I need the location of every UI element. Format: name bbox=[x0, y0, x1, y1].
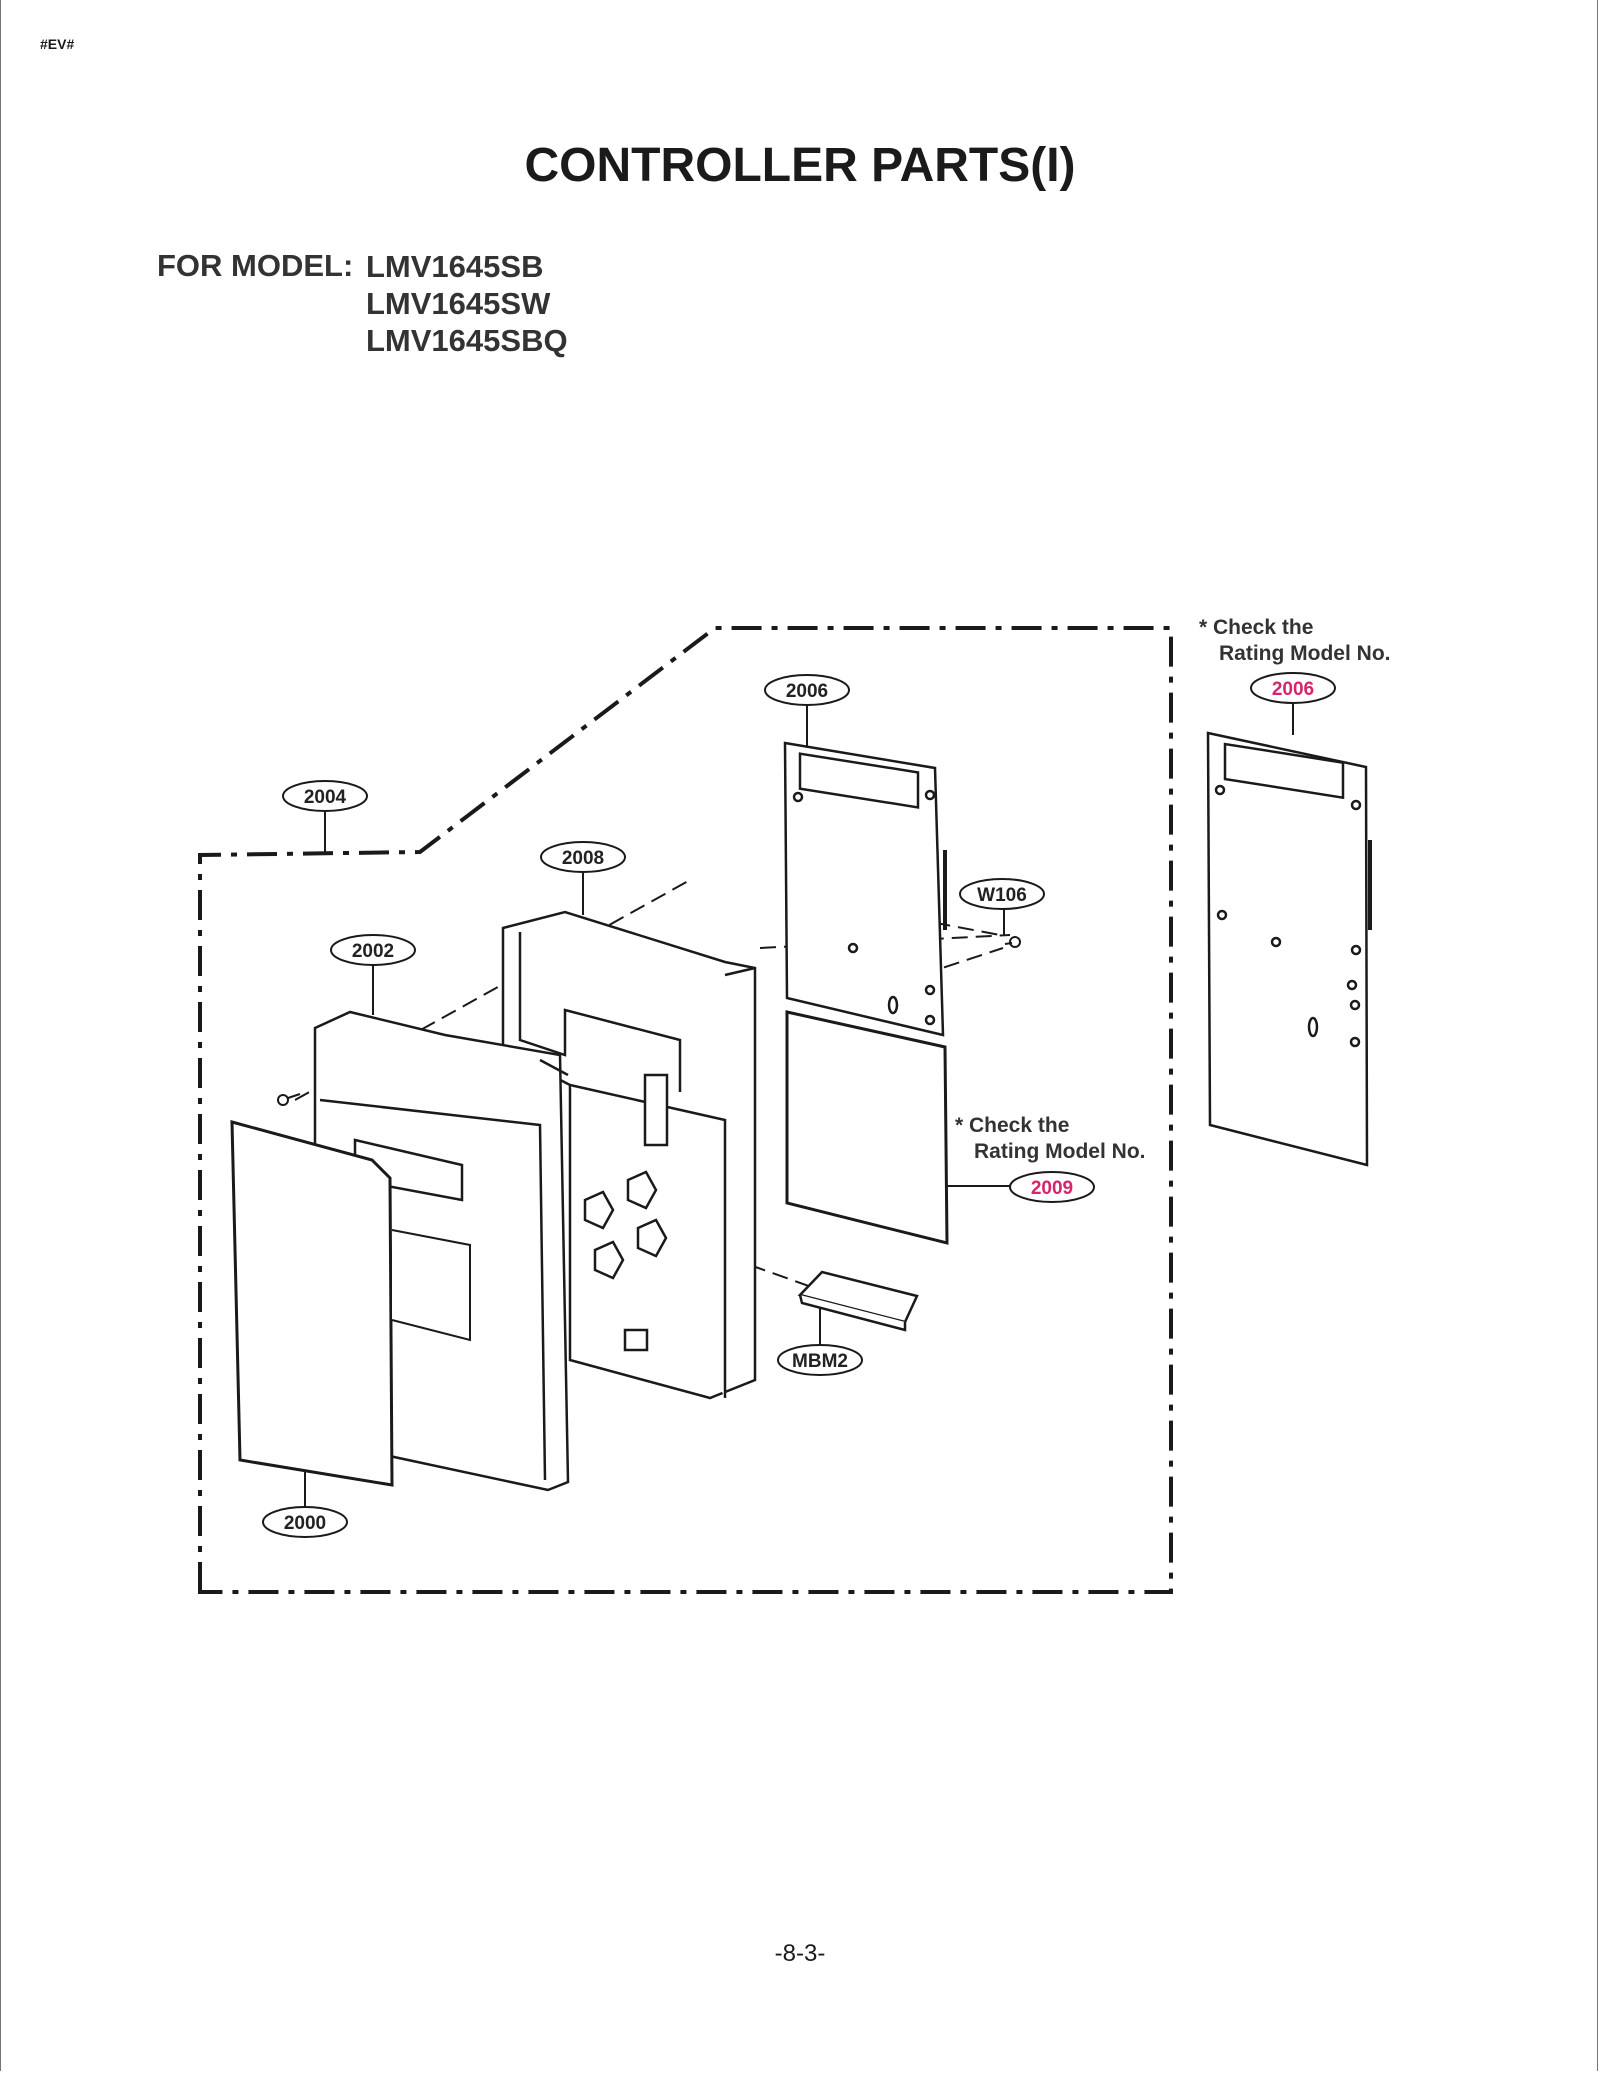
pcb-part-2006 bbox=[783, 741, 947, 1037]
note-line: Rating Model No. bbox=[974, 1140, 1146, 1163]
front-panel-part-2000 bbox=[230, 1120, 471, 1487]
note-line: Rating Model No. bbox=[1219, 642, 1391, 665]
leader-lines bbox=[304, 703, 1294, 1508]
model-item: LMV1645SBQ bbox=[366, 323, 568, 358]
keypad-holes bbox=[583, 1170, 668, 1280]
callout-MBM2: MBM2 bbox=[777, 1344, 863, 1376]
note-line: * Check the bbox=[1199, 616, 1313, 639]
pcb-part-2006-alt bbox=[1206, 731, 1372, 1167]
note-middle: * Check the Rating Model No. bbox=[955, 1114, 1146, 1163]
board-part-2009 bbox=[785, 1010, 949, 1245]
page-title: CONTROLLER PARTS(I) bbox=[524, 139, 1076, 192]
callout-2004: 2004 bbox=[282, 780, 368, 812]
callout-label: 2000 bbox=[284, 1513, 326, 1534]
bracket-part-2008 bbox=[501, 910, 757, 1400]
screw-icon bbox=[277, 936, 1021, 1106]
callout-label: MBM2 bbox=[792, 1351, 848, 1372]
callout-label: 2008 bbox=[562, 848, 604, 869]
model-item: LMV1645SB bbox=[366, 249, 544, 284]
callout-2002: 2002 bbox=[330, 934, 416, 966]
callout-2009: 2009 bbox=[1009, 1171, 1095, 1203]
callout-label: W106 bbox=[977, 885, 1027, 906]
callout-label: 2004 bbox=[304, 787, 347, 808]
model-list: LMV1645SB LMV1645SW LMV1645SBQ bbox=[366, 248, 568, 359]
page-number: -8-3- bbox=[774, 1940, 826, 1967]
callout-label: 2009 bbox=[1031, 1178, 1073, 1199]
callout-2008: 2008 bbox=[540, 841, 626, 873]
assembly-boundary bbox=[198, 626, 1173, 1594]
callout-label: 2006 bbox=[1272, 679, 1314, 700]
document-code: #EV# bbox=[40, 36, 75, 52]
module-part-MBM2 bbox=[797, 1270, 919, 1332]
callout-2006-alt: 2006 bbox=[1250, 672, 1336, 704]
callout-W106: W106 bbox=[959, 878, 1045, 910]
callout-label: 2006 bbox=[786, 681, 828, 702]
callout-2006: 2006 bbox=[764, 674, 850, 706]
callout-2000: 2000 bbox=[262, 1506, 348, 1538]
callout-label: 2002 bbox=[352, 941, 394, 962]
note-line: * Check the bbox=[955, 1114, 1069, 1137]
note-top-right: * Check the Rating Model No. bbox=[1199, 616, 1391, 665]
model-label: FOR MODEL: bbox=[157, 248, 354, 283]
model-item: LMV1645SW bbox=[366, 286, 551, 321]
